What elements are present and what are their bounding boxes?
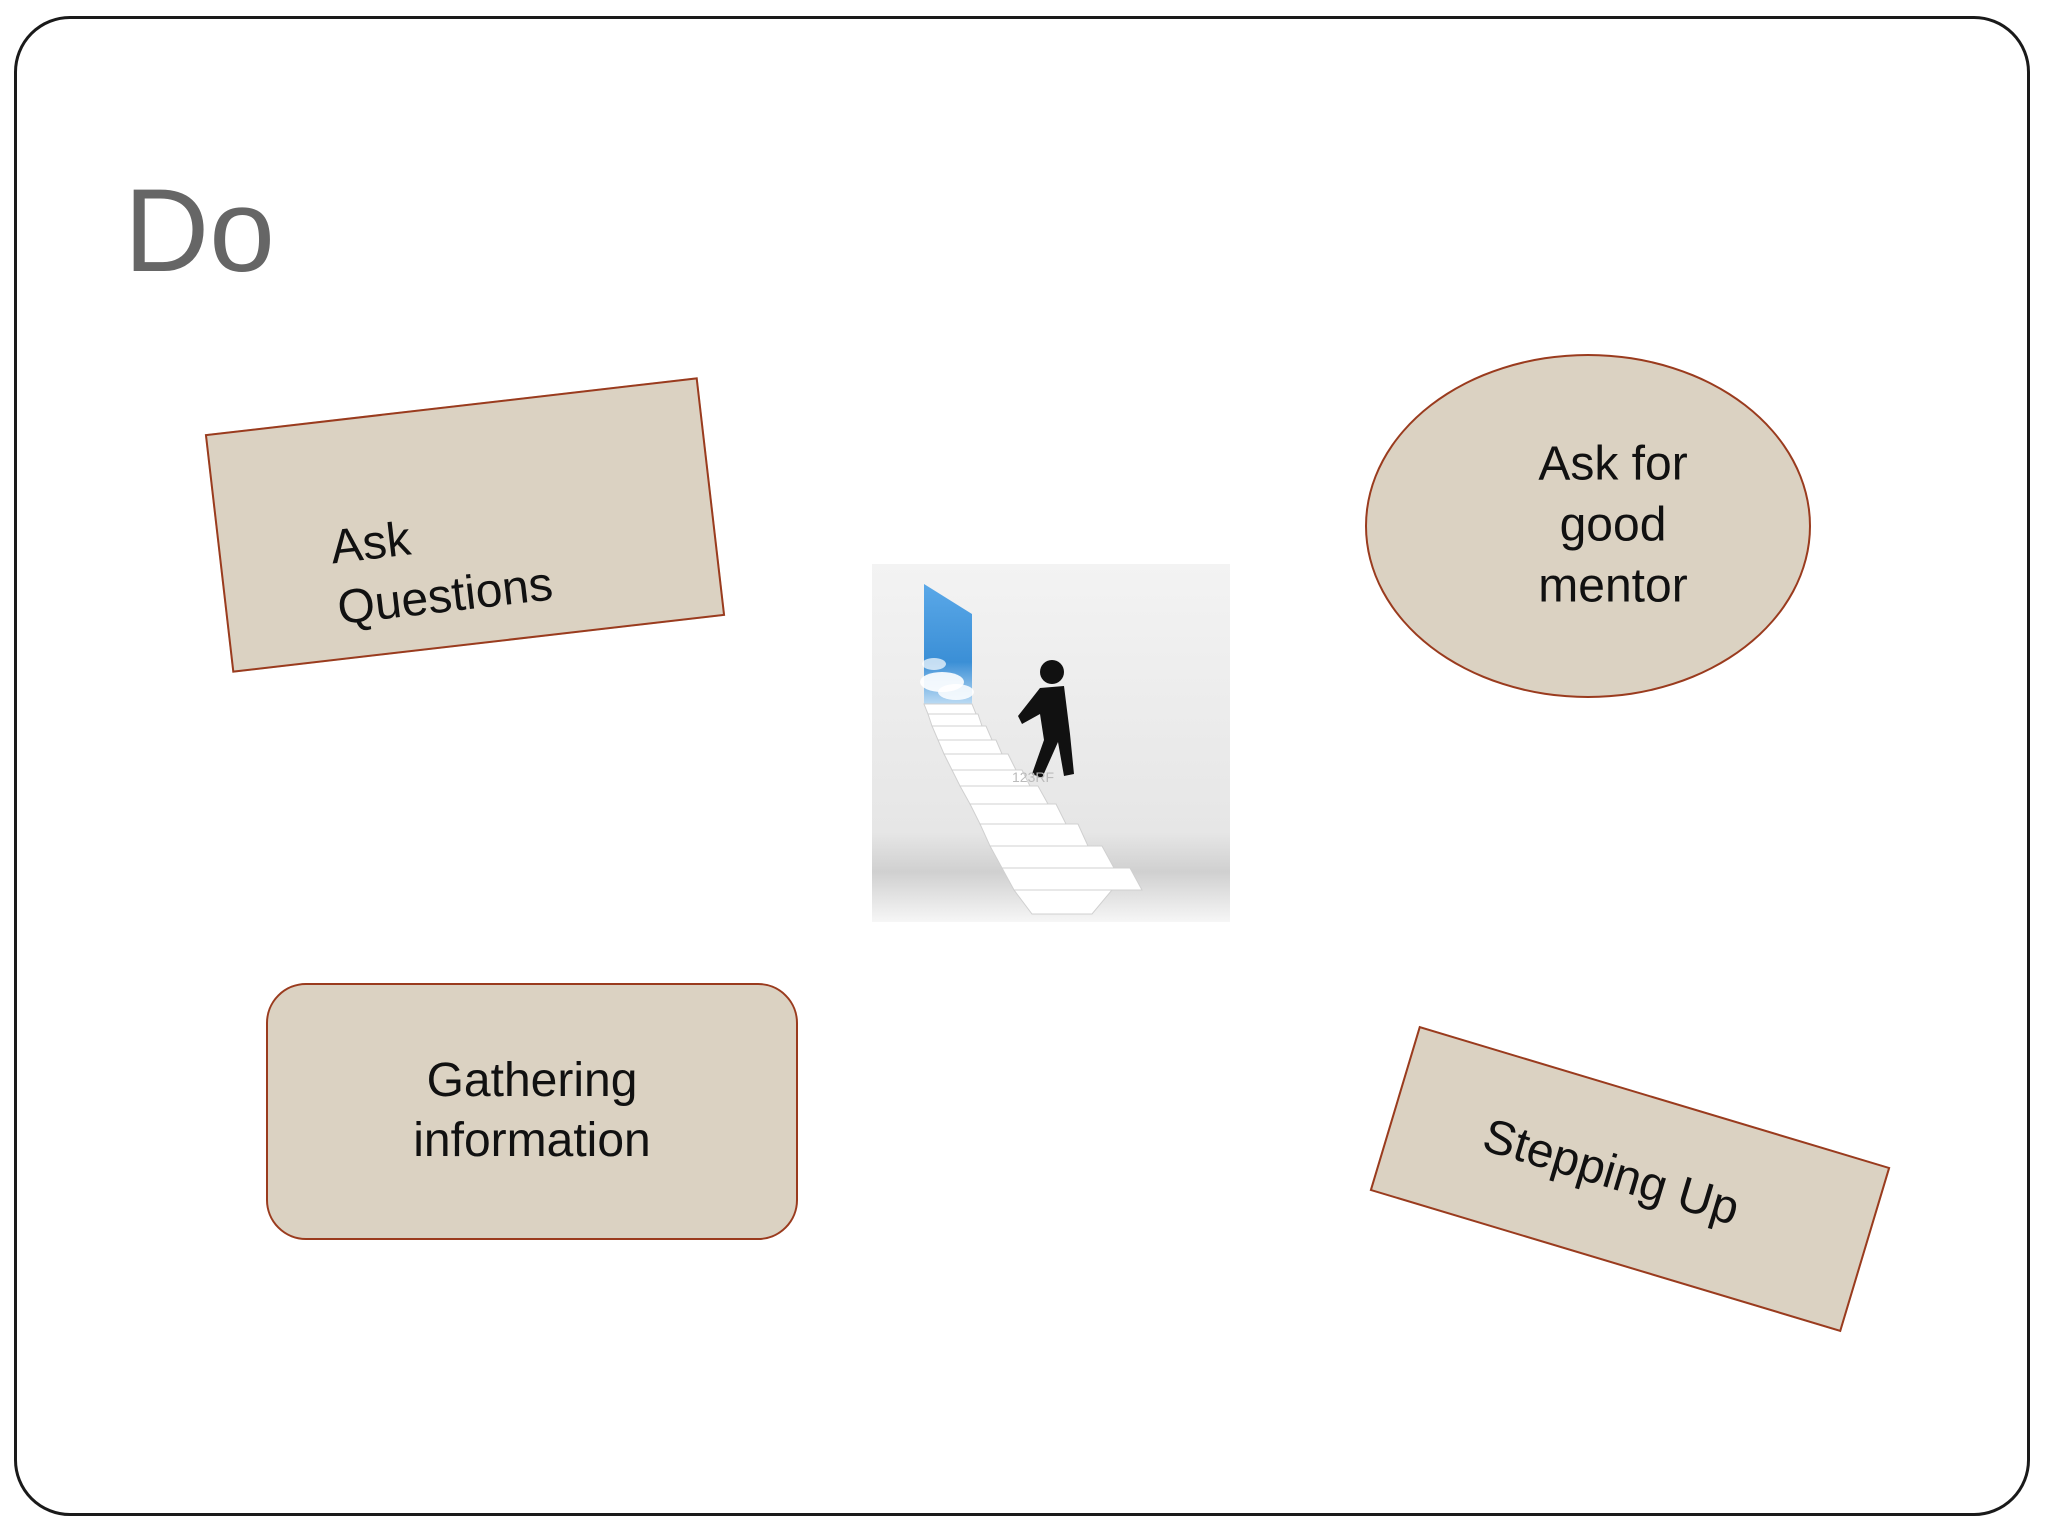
watermark-text: 123RF (1012, 769, 1054, 785)
gathering-information-box[interactable]: Gathering information (266, 983, 798, 1240)
person-climbing-stairs-icon: 123RF (872, 564, 1230, 922)
stairs-picture: 123RF (872, 564, 1230, 922)
ask-for-good-mentor-oval[interactable]: Ask for good mentor (1365, 354, 1811, 698)
ask-for-good-mentor-label: Ask for good mentor (1538, 437, 1688, 613)
gathering-information-label: Gathering information (413, 1053, 651, 1168)
slide-title: Do (124, 165, 275, 297)
ask-questions-label: Ask Questions (327, 512, 556, 635)
